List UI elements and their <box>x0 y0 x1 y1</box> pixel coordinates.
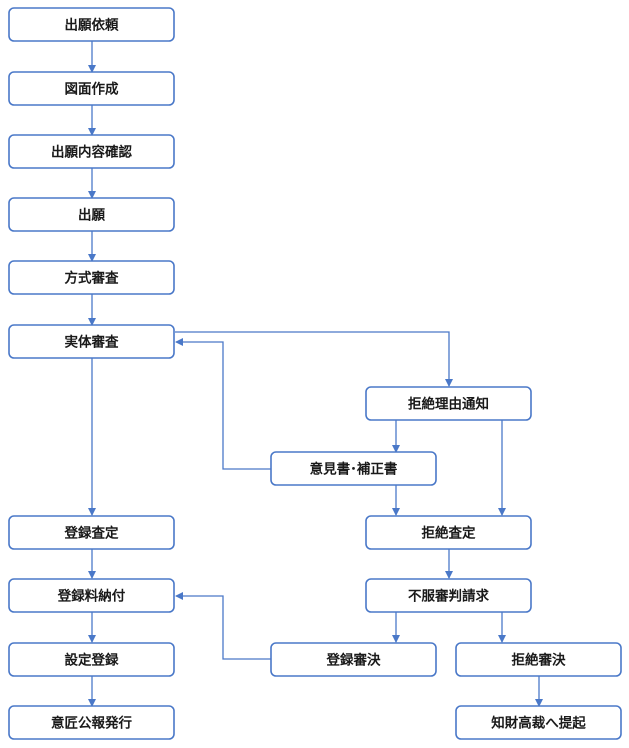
node-kyozetsu-satei: 拒絶査定 <box>365 515 532 550</box>
node-jittai-shinsa: 実体審査 <box>8 324 175 359</box>
node-label: 実体審査 <box>65 334 119 351</box>
node-shutsugan-irai: 出願依頼 <box>8 7 175 42</box>
edges <box>88 41 543 707</box>
node-label: 意匠公報発行 <box>51 715 132 732</box>
node-houshiki-shinsa: 方式審査 <box>8 260 175 295</box>
node-label: 知財高裁へ提起 <box>491 715 586 732</box>
node-label: 出願 <box>78 207 105 224</box>
node-label: 登録査定 <box>64 525 119 542</box>
node-label: 登録料納付 <box>57 588 126 605</box>
node-shutsugan: 出願 <box>8 197 175 232</box>
node-label: 登録審決 <box>326 652 381 669</box>
node-tourokuryou-noufu: 登録料納付 <box>8 578 175 613</box>
edge-ikensho-to-jittai <box>175 338 271 470</box>
node-label: 設定登録 <box>65 652 119 669</box>
node-label: 出願内容確認 <box>51 144 132 161</box>
node-settei-touroku: 設定登録 <box>8 642 175 677</box>
node-touroku-shinketsu: 登録審決 <box>270 642 437 677</box>
node-ishou-kouhou: 意匠公報発行 <box>8 705 175 740</box>
node-label: 不服審判請求 <box>408 588 489 605</box>
node-label: 意見書･補正書 <box>310 461 398 478</box>
node-label: 図面作成 <box>65 81 119 98</box>
node-label: 方式審査 <box>65 270 119 287</box>
edge-touroku-shinketsu-to-tourokuryou <box>175 592 271 660</box>
node-fufuku-shinpan: 不服審判請求 <box>365 578 532 613</box>
node-label: 出願依頼 <box>65 17 119 34</box>
edge-jittai-to-kyozetsu-riyuu <box>175 331 453 387</box>
node-kyozetsu-riyuu-tsuuchi: 拒絶理由通知 <box>365 386 532 421</box>
node-ikensho-hoseisho: 意見書･補正書 <box>270 451 437 486</box>
node-label: 拒絶理由通知 <box>408 396 489 413</box>
node-naiyou-kakunin: 出願内容確認 <box>8 134 175 169</box>
node-label: 拒絶審決 <box>512 652 566 669</box>
node-touroku-satei: 登録査定 <box>8 515 175 550</box>
node-chizai-kousai: 知財高裁へ提起 <box>455 705 622 740</box>
node-label: 拒絶査定 <box>422 525 476 542</box>
node-zumen-sakusei: 図面作成 <box>8 71 175 106</box>
node-kyozetsu-shinketsu: 拒絶審決 <box>455 642 622 677</box>
